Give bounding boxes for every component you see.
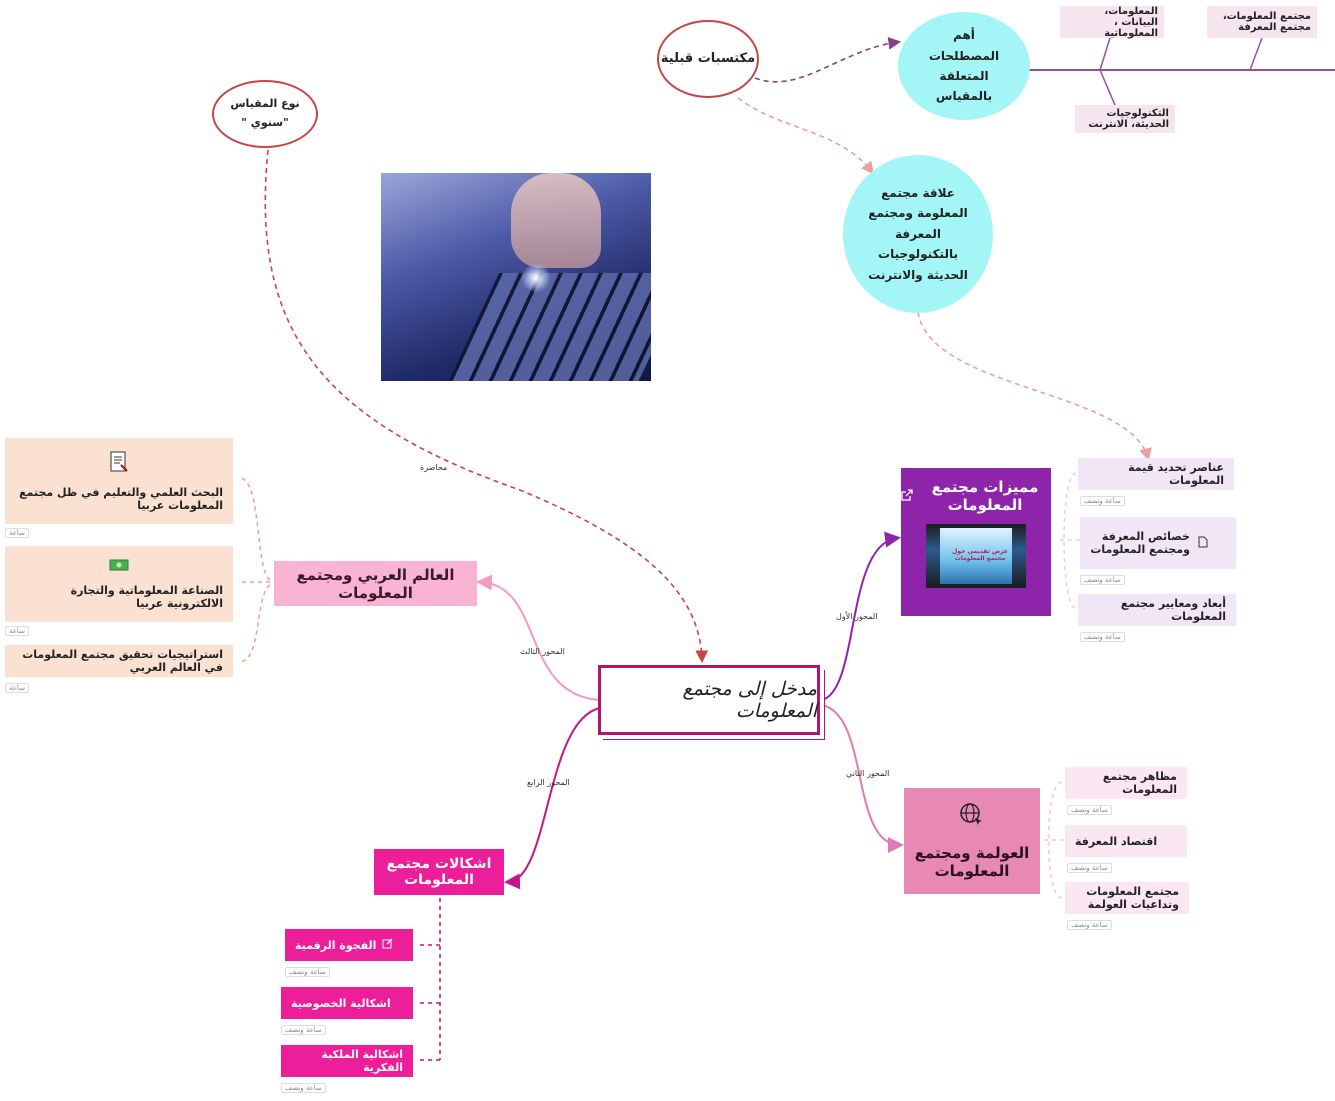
- duration-note: ساعة ونصف: [1067, 805, 1112, 815]
- duration-note: ساعة ونصف: [285, 967, 330, 977]
- keyboard-keys: [443, 273, 651, 381]
- edge-label-b2: المحور الثاني: [846, 769, 890, 778]
- duration-note: ساعة: [5, 626, 29, 636]
- branch-features-title: مميزات مجتمع المعلومات: [931, 478, 1039, 514]
- duration-note: ساعة ونصف: [1067, 920, 1112, 930]
- item-intellectual-property[interactable]: اشكالية الملكية الفكرية: [281, 1045, 413, 1077]
- duration-note: ساعة ونصف: [1067, 863, 1112, 873]
- item-info-society-manifestations[interactable]: مظاهر مجتمع المعلومات: [1065, 767, 1187, 799]
- term-technologies[interactable]: التكنولوجيات الحديثة، الانترنت: [1075, 105, 1175, 133]
- duration-note: ساعة ونصف: [281, 1083, 326, 1093]
- edge-label-b1: المحور الأول: [836, 612, 878, 621]
- item-digital-divide-label: الفجوة الرقمية: [295, 938, 377, 952]
- branch-problems[interactable]: اشكالات مجتمع المعلومات: [374, 849, 504, 895]
- item-info-industry-ecommerce[interactable]: الصناعة المعلوماتية والتجارة الالكترونية…: [5, 546, 233, 622]
- edge-label-scale: محاضرة: [420, 463, 448, 472]
- document-icon: [1198, 536, 1208, 551]
- money-icon: [109, 559, 129, 574]
- globe-cursor-icon: [959, 802, 985, 832]
- duration-note: ساعة: [5, 528, 29, 538]
- item-scientific-research[interactable]: البحث العلمي والتعليم في ظل مجتمع المعلو…: [5, 438, 233, 524]
- branch-globalization-title: العولمة ومجتمع المعلومات: [914, 844, 1030, 880]
- item-strategies[interactable]: استراتيجيات تحقيق مجتمع المعلومات في الع…: [5, 645, 233, 677]
- item-info-industry-ecommerce-label: الصناعة المعلوماتية والتجارة الالكترونية…: [70, 583, 223, 610]
- item-globalization-implications[interactable]: مجتمع المعلومات وتداعيات العولمة: [1065, 882, 1189, 914]
- edge-label-b3: المحور الثالث: [520, 647, 565, 656]
- scale-type-bubble[interactable]: نوع المقياس "سنوي ": [212, 80, 318, 148]
- branch-features[interactable]: مميزات مجتمع المعلومات عرض تقديمي حول مج…: [901, 468, 1051, 616]
- term-info-society[interactable]: مجتمع المعلومات، مجتمع المعرفة: [1207, 6, 1317, 38]
- presentation-thumbnail[interactable]: عرض تقديمي حول مجتمع المعلومات: [926, 524, 1026, 588]
- item-knowledge-characteristics[interactable]: خصائص المعرفة ومجتمع المعلومات: [1080, 517, 1236, 569]
- item-knowledge-economy[interactable]: اقتصاد المعرفة: [1065, 825, 1187, 857]
- duration-note: ساعة: [5, 683, 29, 693]
- item-knowledge-characteristics-label: خصائص المعرفة ومجتمع المعلومات: [1090, 530, 1190, 556]
- item-info-value-elements[interactable]: عناصر تحديد قيمة المعلومات: [1078, 458, 1234, 490]
- relation-bubble[interactable]: علاقة مجتمع المعلومة ومجتمع المعرفة بالت…: [843, 155, 993, 313]
- external-link-icon[interactable]: [901, 487, 913, 505]
- key-terms-bubble[interactable]: أهم المصطلحات المتعلقة بالمقياس: [898, 12, 1030, 120]
- prior-knowledge-bubble[interactable]: مكتسبات قبلية: [657, 20, 759, 98]
- book-icon: [109, 451, 129, 476]
- hand: [511, 173, 601, 268]
- duration-note: ساعة ونصف: [1080, 496, 1125, 506]
- keyboard-photo: [381, 173, 651, 381]
- item-scientific-research-label: البحث العلمي والتعليم في ظل مجتمع المعلو…: [19, 485, 223, 512]
- central-topic[interactable]: مدخل إلى مجتمع المعلومات: [598, 665, 820, 735]
- item-dimensions-criteria[interactable]: أبعاد ومعايير مجتمع المعلومات: [1078, 594, 1236, 626]
- term-data-informatics[interactable]: المعلومات، البيانات ، المعلوماتية: [1060, 6, 1164, 39]
- edit-icon: [382, 938, 393, 952]
- duration-note: ساعة ونصف: [1080, 632, 1125, 642]
- key-glow: [521, 263, 551, 293]
- edge-label-b4: المحور الرابع: [527, 778, 570, 787]
- item-privacy-problem[interactable]: اشكالية الخصوصية: [281, 987, 413, 1019]
- duration-note: ساعة ونصف: [281, 1025, 326, 1035]
- thumbnail-text: عرض تقديمي حول مجتمع المعلومات: [952, 548, 1008, 562]
- branch-arab-world[interactable]: العالم العربي ومجتمع المعلومات: [274, 561, 477, 606]
- item-digital-divide[interactable]: الفجوة الرقمية: [285, 929, 413, 961]
- branch-globalization[interactable]: العولمة ومجتمع المعلومات: [904, 788, 1040, 894]
- duration-note: ساعة ونصف: [1080, 575, 1125, 585]
